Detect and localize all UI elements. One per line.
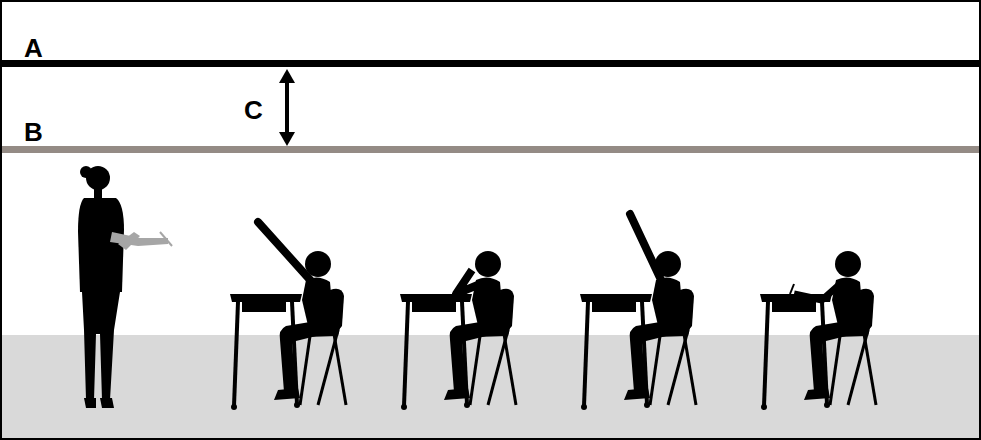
student-silhouette [580, 214, 696, 410]
student-silhouette [400, 251, 516, 410]
part-label: A [24, 35, 43, 61]
student-silhouette [760, 251, 876, 410]
part-label: B [24, 119, 43, 145]
part-label: C [244, 97, 263, 123]
student-silhouette [230, 222, 346, 410]
teacher-silhouette [78, 166, 172, 408]
